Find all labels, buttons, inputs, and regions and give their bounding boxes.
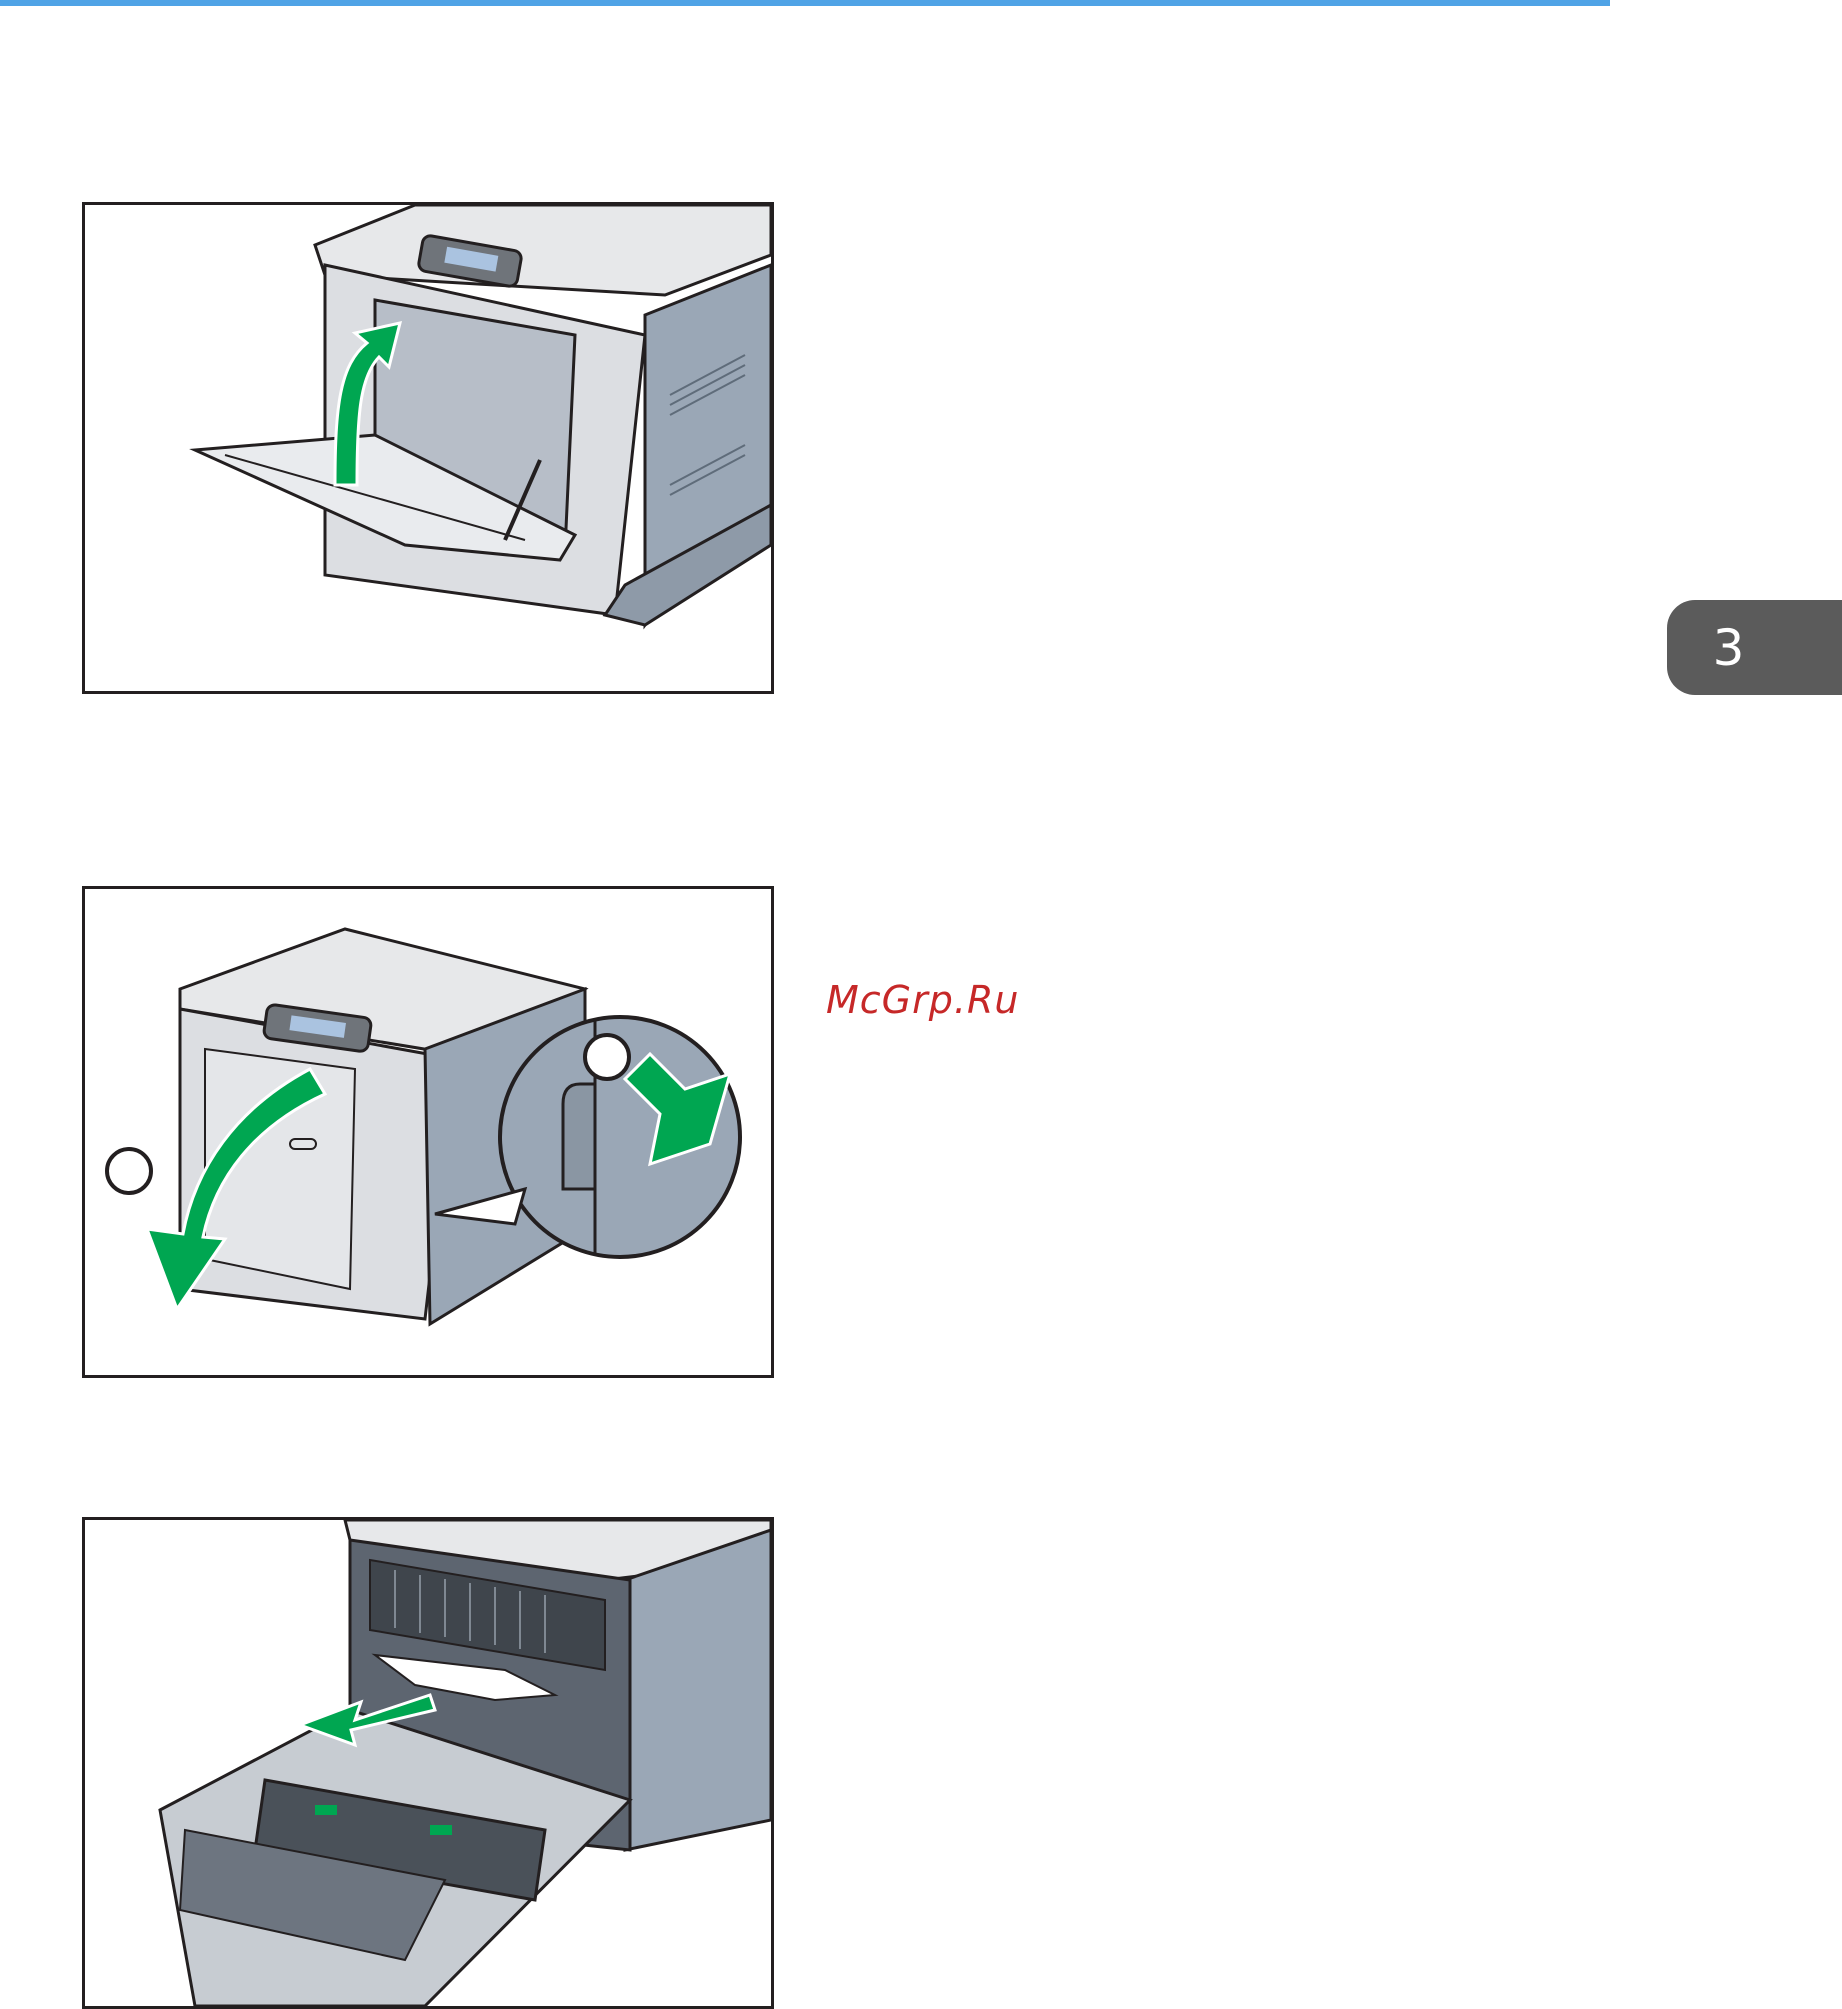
watermark: McGrp.Ru [826,978,1019,1022]
chapter-tab: 3 [1667,600,1842,695]
printer-illustration-1 [85,205,771,691]
illustration-close-bypass-tray [82,202,774,694]
step-marker-1 [107,1149,151,1193]
header-rule [0,0,1610,6]
printer-illustration-2 [85,889,771,1375]
printer-side-panel [625,1530,771,1850]
guide-tab-left [315,1805,337,1815]
illustration-remove-jammed-paper [82,1517,774,2009]
release-lever [563,1084,595,1189]
printer-illustration-3 [85,1520,771,2006]
guide-tab-right [430,1825,452,1835]
step-marker-2 [585,1035,629,1079]
chapter-number: 3 [1713,619,1745,677]
illustration-open-front-cover [82,886,774,1378]
